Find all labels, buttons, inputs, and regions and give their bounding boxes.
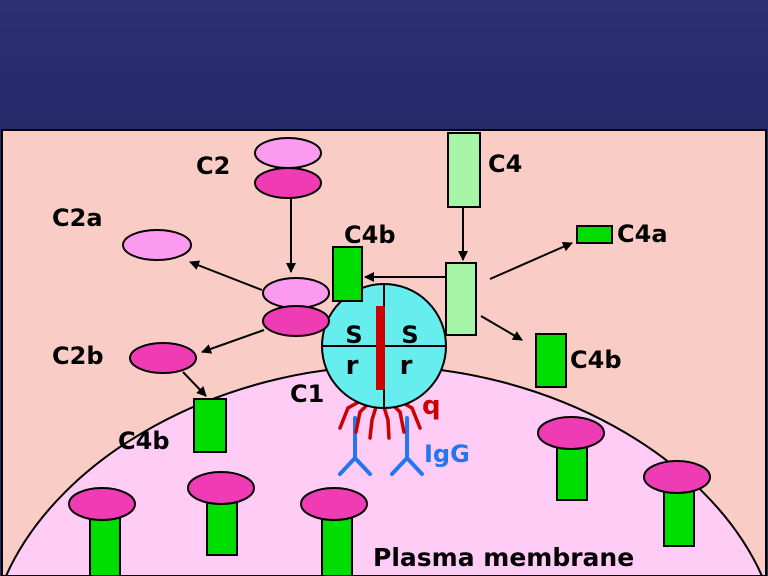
membrane-receptor bbox=[187, 471, 255, 556]
c1-subunit-r-left: r bbox=[346, 351, 359, 381]
c4b-fragment-right bbox=[535, 333, 567, 388]
label-q: q bbox=[422, 391, 441, 421]
label-c4a: C4a bbox=[617, 220, 668, 248]
c4-molecule bbox=[447, 132, 481, 208]
c1-subunit-s-left: S bbox=[345, 321, 362, 349]
membrane-receptor bbox=[300, 487, 368, 576]
c2-bound-molecule bbox=[262, 277, 330, 337]
c2-molecule bbox=[254, 137, 322, 199]
c2b-fragment bbox=[129, 342, 197, 374]
slide-title-bar bbox=[0, 0, 768, 130]
label-c4b-top: C4b bbox=[344, 221, 396, 249]
reaction-arrows bbox=[182, 199, 573, 397]
label-c4b-right: C4b bbox=[570, 346, 622, 374]
c4a-fragment bbox=[576, 225, 613, 244]
label-igg: IgG bbox=[424, 440, 470, 468]
membrane-receptor bbox=[537, 416, 605, 501]
label-c4: C4 bbox=[488, 150, 522, 178]
membrane-receptor bbox=[643, 460, 711, 547]
c4b-fragment-left bbox=[193, 398, 227, 453]
membrane-receptor bbox=[68, 487, 136, 576]
label-c2b: C2b bbox=[52, 342, 104, 370]
label-plasma-membrane: Plasma membrane bbox=[373, 543, 634, 572]
c2a-fragment bbox=[122, 229, 192, 261]
c1-subunit-s-right: S bbox=[401, 321, 418, 349]
igg-antibody bbox=[338, 416, 424, 476]
label-c1: C1 bbox=[290, 380, 324, 408]
c1-subunit-r-right: r bbox=[400, 351, 413, 381]
label-c2: C2 bbox=[196, 152, 230, 180]
c4-bound-molecule bbox=[445, 262, 477, 336]
c1-complex bbox=[321, 283, 447, 409]
label-c2a: C2a bbox=[52, 204, 103, 232]
label-c4b-left: C4b bbox=[118, 427, 170, 455]
c4b-fragment-top bbox=[332, 246, 363, 302]
